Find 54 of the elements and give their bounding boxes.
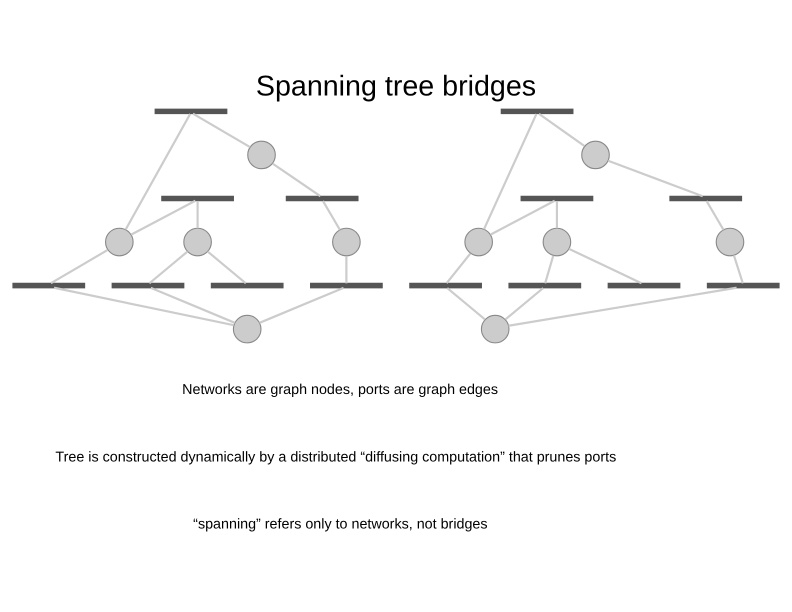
label: “spanning” refers only to networks, not bridges <box>193 516 488 532</box>
node-circle <box>464 227 493 256</box>
node-circle <box>183 227 212 256</box>
connector <box>446 252 472 284</box>
connector <box>446 286 486 320</box>
connector <box>345 256 348 283</box>
connector <box>568 247 642 284</box>
connector <box>706 200 724 230</box>
node-bar <box>608 282 680 288</box>
node-bar <box>286 195 359 201</box>
label: Tree is constructed dynamically by a distributed “diffusing computation” that prunes ports <box>55 448 616 465</box>
connector <box>556 200 558 228</box>
connector <box>483 112 538 230</box>
connector <box>130 199 196 236</box>
node-bar <box>409 282 482 288</box>
node-circle <box>105 227 134 256</box>
connector <box>150 286 236 324</box>
node-bar <box>508 282 582 288</box>
node-circle <box>581 140 610 169</box>
node-bar <box>210 282 284 288</box>
connector <box>490 199 556 236</box>
label: Networks are graph nodes, ports are graph edges <box>182 382 498 398</box>
node-bar <box>520 195 594 201</box>
node-circle <box>716 227 744 256</box>
connector <box>206 250 246 284</box>
diagram-title: Spanning tree bridges <box>256 70 536 102</box>
connector <box>54 286 234 326</box>
connector <box>148 250 188 284</box>
connector <box>322 200 341 230</box>
connector <box>124 112 192 230</box>
node-bar <box>310 282 383 288</box>
node-bar <box>12 282 86 288</box>
node-bar <box>161 195 234 201</box>
node-circle <box>332 227 361 256</box>
node-bar <box>669 195 742 201</box>
connector <box>259 286 344 324</box>
connector <box>508 286 737 326</box>
connector <box>192 112 251 148</box>
connector <box>538 112 586 146</box>
connector <box>272 162 321 197</box>
node-bar <box>112 282 184 288</box>
connector <box>732 254 744 284</box>
connector <box>196 200 199 228</box>
node-circle <box>480 314 510 343</box>
node-bar <box>706 282 780 288</box>
connector <box>50 248 108 284</box>
node-circle <box>542 227 572 256</box>
node-circle <box>247 140 276 169</box>
connector <box>544 254 554 284</box>
node-bar <box>154 108 228 114</box>
node-bar <box>500 108 574 114</box>
connector <box>608 159 704 197</box>
node-circle <box>232 314 262 343</box>
connector <box>504 286 544 320</box>
